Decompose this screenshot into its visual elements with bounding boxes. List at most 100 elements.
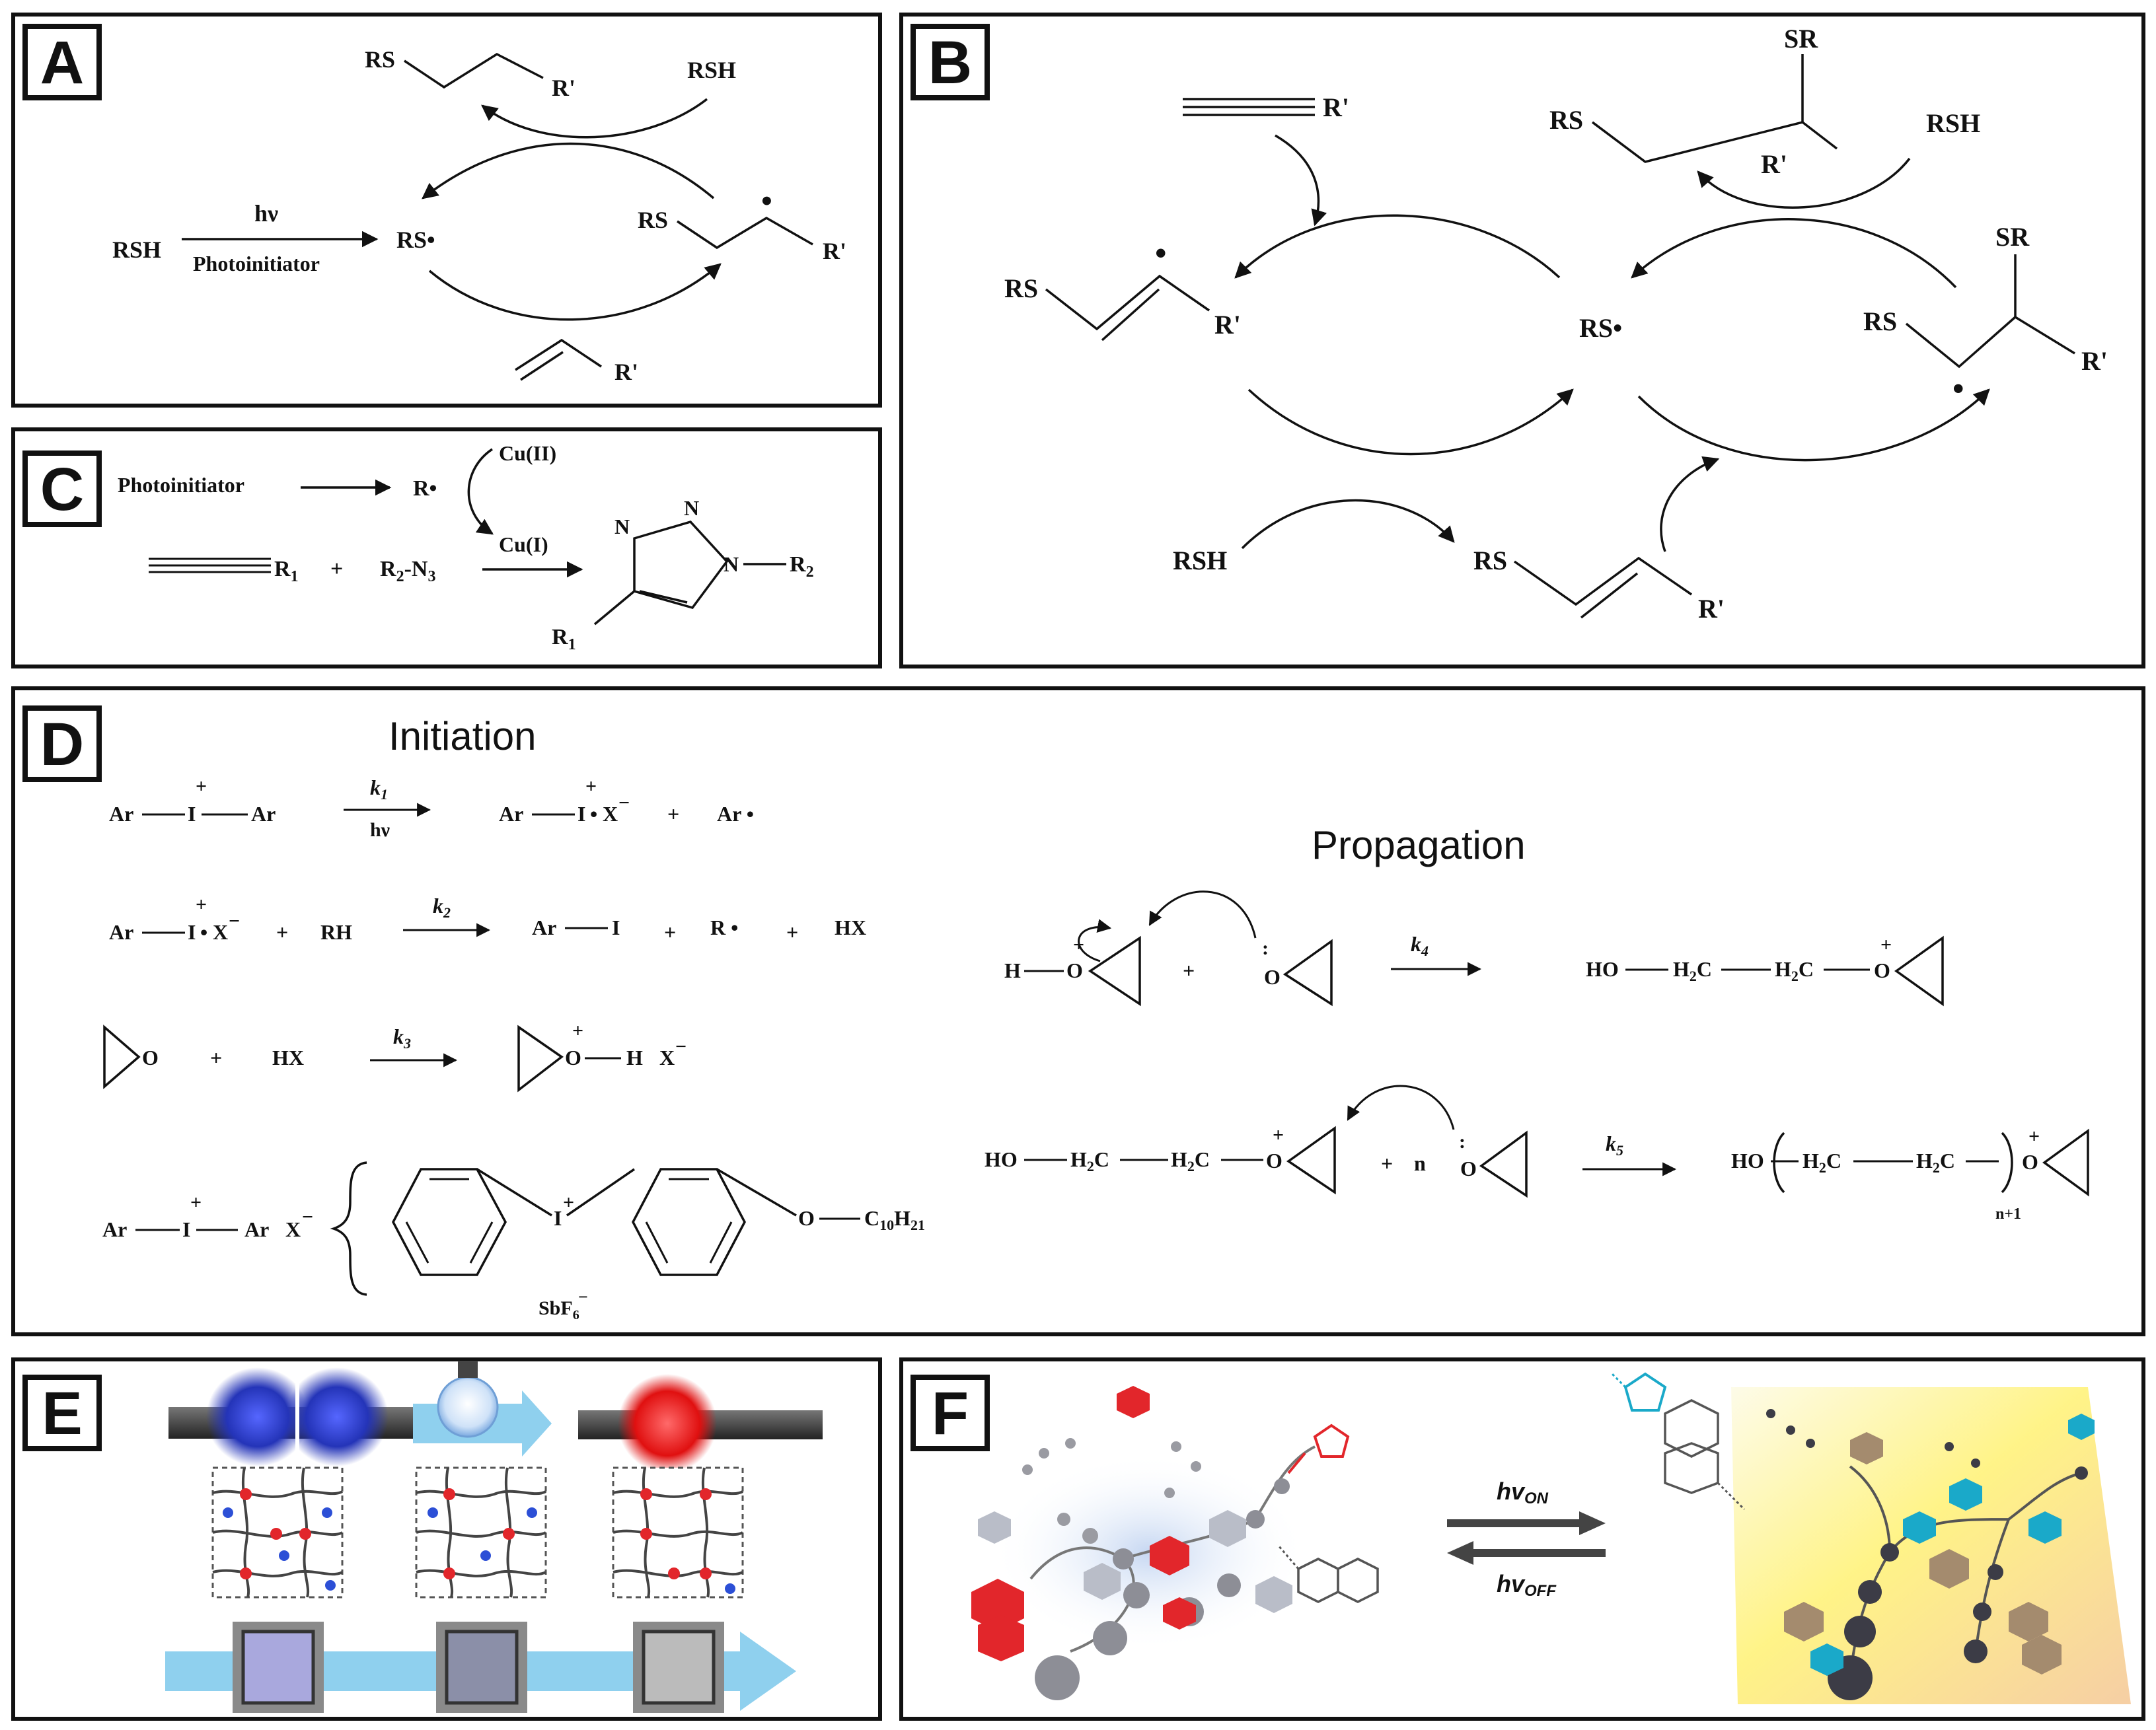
d-r1p-minus: − <box>618 792 630 814</box>
panel-c-label-box <box>22 451 102 527</box>
panel-a-border <box>11 13 882 408</box>
a-rsh: RSH <box>112 236 161 263</box>
d-r4-brace <box>330 1161 367 1296</box>
f-tan-hex-3 <box>2022 1635 2062 1675</box>
f-gray-hex-3 <box>1255 1576 1292 1613</box>
f-red-hex-1 <box>971 1579 1024 1632</box>
f-left-node-13 <box>1065 1438 1076 1449</box>
b-arrow-left-bottom <box>1247 388 1574 456</box>
b-vinyl-chain <box>1045 274 1210 331</box>
c-azide-n: -N <box>404 557 428 581</box>
f-bicyclic-ring-2 <box>1664 1442 1719 1494</box>
d-k3-sub: 3 <box>403 1035 411 1052</box>
a-arrow-bottom <box>428 263 722 321</box>
d-r3p-plus: + <box>572 1020 583 1042</box>
f-hv-on: hvON <box>1497 1478 1549 1507</box>
panel-d-letter: D <box>40 711 84 778</box>
f-gray-hex-1 <box>978 1511 1011 1544</box>
d-r1p-dot: • <box>590 802 597 826</box>
panel-f-border <box>899 1357 2145 1721</box>
d-p2-h2c-2-c: C <box>1195 1147 1210 1171</box>
panel-a: A RSH hν Photoinitiator RS• RS R' RSH RS… <box>11 13 882 408</box>
e-blue-glow-left <box>206 1367 309 1466</box>
d-r2p-r-radical: R • <box>710 916 738 939</box>
d-r4-sbf: SbF <box>539 1297 573 1319</box>
c-r2-sub: 2 <box>806 563 814 581</box>
d-p2p-plus: + <box>2028 1126 2040 1147</box>
d-k4-sub: 4 <box>1421 943 1429 959</box>
d-p2p-h2c-2-sub: 2 <box>1933 1159 1940 1176</box>
d-r2-ar: Ar <box>109 920 133 944</box>
d-r4-h: H <box>894 1206 911 1230</box>
panel-e-label-box <box>22 1375 102 1451</box>
d-p2-plus-sign: + <box>1381 1151 1393 1175</box>
e-sample-1 <box>241 1630 315 1705</box>
f-right-node-8 <box>1988 1564 2003 1580</box>
b-vs-rs: RS <box>1473 546 1507 575</box>
e-pendant-dots <box>223 1507 735 1594</box>
d-r4-benzene-2 <box>632 1168 746 1276</box>
f-left-node-9 <box>1246 1510 1265 1529</box>
d-p2-h2c-1-h: H <box>1070 1147 1087 1171</box>
b-vs-double <box>1580 572 1639 619</box>
d-p2-plus: + <box>1273 1124 1284 1146</box>
a-radical-chain <box>677 216 813 250</box>
c-n-c: N <box>724 552 739 576</box>
d-p2-h2c-1: H2C <box>1070 1147 1109 1174</box>
b-vs-r: R' <box>1698 594 1725 624</box>
d-r1p-plus: + <box>585 775 597 797</box>
d-p2-o2: O <box>1460 1157 1477 1180</box>
d-r1p-ar-radical: Ar • <box>717 802 754 826</box>
a-rsh-top: RSH <box>687 57 736 83</box>
d-p1p-plus: + <box>1880 934 1892 956</box>
d-p2-o: O <box>1266 1149 1282 1172</box>
d-p2-n: n <box>1414 1151 1426 1175</box>
f-tan-hex-2 <box>2009 1602 2048 1641</box>
c-r1b-sub: 1 <box>568 636 576 653</box>
e-blue-glow-right <box>285 1367 389 1466</box>
d-k3-k: k <box>393 1025 404 1048</box>
c-azide-sub3: 3 <box>427 568 435 585</box>
c-r1-bond <box>593 590 636 626</box>
f-cyan-urazole <box>1623 1372 1667 1412</box>
d-r1-i: I <box>188 802 196 826</box>
f-left-node-15 <box>1191 1461 1201 1472</box>
d-p1p-o: O <box>1874 958 1890 982</box>
d-r2p-plus1: + <box>664 920 676 944</box>
d-r1-ar1: Ar <box>109 802 133 826</box>
d-r4-plus: + <box>190 1192 202 1213</box>
c-azide-sub: 2 <box>396 568 404 585</box>
f-cyan-hex-2 <box>1903 1511 1936 1544</box>
d-p1p-h2c-2: H2C <box>1775 957 1814 984</box>
f-right-node-6 <box>1964 1640 1988 1663</box>
d-r3p-x: X <box>659 1046 675 1069</box>
panel-b-label-box <box>911 24 990 100</box>
c-r-radical: R• <box>413 476 437 501</box>
f-red-hex-2 <box>978 1615 1024 1661</box>
f-naphthalene-ring-2 <box>1337 1558 1379 1603</box>
f-right-node-12 <box>1806 1439 1815 1448</box>
d-p2-epoxide <box>1286 1126 1336 1195</box>
b-arrow-right-top <box>1631 218 1957 289</box>
e-bulb-icon <box>437 1376 499 1438</box>
b-arrow-vs-up <box>1660 456 1720 552</box>
f-tan-hex-4 <box>1850 1432 1883 1464</box>
b-rsh-right: RSH <box>1926 108 1980 138</box>
f-red-hex-5 <box>1163 1597 1196 1630</box>
d-k1-sub: 1 <box>381 786 388 803</box>
f-left-node-1 <box>1035 1655 1080 1700</box>
d-r1p-i: I <box>577 802 585 826</box>
panel-f: F <box>899 1357 2145 1721</box>
d-r3p-minus: − <box>675 1036 687 1058</box>
b-right-r: R' <box>2081 346 2108 376</box>
d-p2p-h2c-1-h: H <box>1803 1149 1819 1172</box>
f-red-tad-link <box>1287 1452 1306 1474</box>
d-r3-o: O <box>142 1046 159 1069</box>
b-arrow-right-bottom <box>1637 388 1990 462</box>
f-hv-off: hvOFF <box>1497 1570 1557 1600</box>
d-r2-i: I <box>188 920 196 944</box>
d-r3p-h: H <box>626 1046 643 1069</box>
d-r4-c10h21: C10H21 <box>864 1206 925 1233</box>
a-rs-radical: RS• <box>396 227 435 253</box>
d-k5: k5 <box>1606 1132 1623 1159</box>
